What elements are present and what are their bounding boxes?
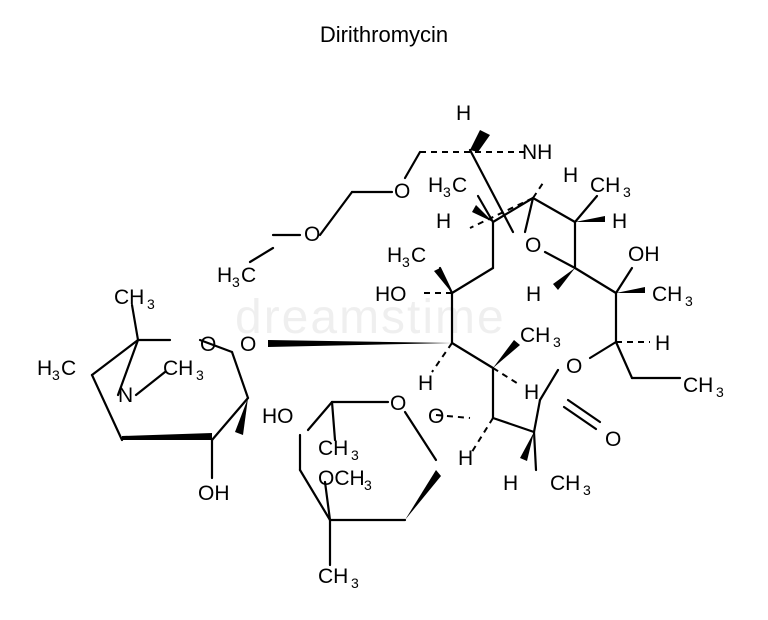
label-h-mid: H — [526, 283, 541, 306]
label-ch3-bottom: CH — [550, 472, 580, 495]
label-n: N — [118, 384, 133, 407]
label-ch3-mid: CH — [652, 283, 682, 306]
label-h3c-ether-sub: 3 — [232, 274, 240, 290]
label-o-cladinose-link: O — [428, 405, 444, 428]
label-h3c-n-c: C — [61, 357, 76, 380]
label-ch3-sugar-3: 3 — [147, 296, 155, 312]
label-nh: NH — [522, 141, 552, 164]
label-o-link: O — [240, 333, 256, 356]
label-o-ring: O — [525, 234, 541, 257]
label-ch3-n: CH — [163, 357, 193, 380]
label-ho-mid: HO — [375, 283, 407, 306]
label-h-core1: H — [418, 372, 433, 395]
label-h3c-n-h: H — [37, 357, 52, 380]
label-ch3-ethyl: CH — [683, 374, 713, 397]
bonds — [90, 148, 682, 567]
label-h3c-top-3: 3 — [443, 184, 451, 200]
label-h-c2: H — [563, 164, 578, 187]
molecule-title: Dirithromycin — [319, 22, 449, 47]
label-ch3-core: CH — [520, 324, 550, 347]
label-o-lactone: O — [566, 355, 582, 378]
label-ho-cladinose: HO — [262, 405, 294, 428]
label-h3c-ether-c: C — [241, 264, 256, 287]
label-h-c1: H — [436, 210, 451, 233]
label-ch3-cl2-3: 3 — [351, 575, 359, 591]
dash-bonds — [420, 151, 650, 456]
label-o-cladinose: O — [390, 392, 406, 415]
label-h3c-top-c: C — [452, 174, 467, 197]
label-ch3-n-3: 3 — [196, 367, 204, 383]
label-och3-3: 3 — [364, 477, 372, 493]
label-h-lactone: H — [655, 332, 670, 355]
label-ch3-ethyl-3: 3 — [716, 384, 724, 400]
label-h-core2: H — [524, 381, 539, 404]
label-o-ether1: O — [394, 180, 410, 203]
label-o-keto: O — [605, 428, 621, 451]
label-h-lactone2: H — [458, 447, 473, 470]
label-ch3-sugar: CH — [114, 286, 144, 309]
label-ch3-cl1-3: 3 — [351, 447, 359, 463]
label-ch3-bottom-3: 3 — [583, 482, 591, 498]
label-ch3-cl2: CH — [318, 565, 348, 588]
label-ch3-cl1: CH — [318, 437, 348, 460]
label-ch3-c: CH — [590, 174, 620, 197]
label-ch3-c-3: 3 — [623, 184, 631, 200]
label-h3c-mid-3: 3 — [402, 254, 410, 270]
label-o-ether2: O — [304, 223, 320, 246]
watermark: dreamstime — [235, 291, 506, 344]
label-h3c-top-h: H — [428, 174, 443, 197]
label-oh-right: OH — [628, 243, 660, 266]
label-h3c-ether: H — [217, 264, 232, 287]
label-h-top: H — [456, 102, 471, 125]
label-h3c-mid-h: H — [387, 244, 402, 267]
label-h-c3: H — [612, 210, 627, 233]
label-h3c-n-3: 3 — [52, 367, 60, 383]
label-oh-sugar: OH — [198, 482, 230, 505]
atom-labels: NH H O O H 3 C H 3 C H H CH 3 H O OH H 3… — [37, 102, 724, 591]
label-h-bottom: H — [503, 472, 518, 495]
label-och3: OCH — [318, 467, 365, 490]
label-ch3-core-3: 3 — [553, 334, 561, 350]
label-o-sugar: O — [200, 333, 216, 356]
wedge-bonds — [122, 130, 645, 520]
label-ch3-mid-3: 3 — [685, 293, 693, 309]
label-h3c-mid-c: C — [411, 244, 426, 267]
